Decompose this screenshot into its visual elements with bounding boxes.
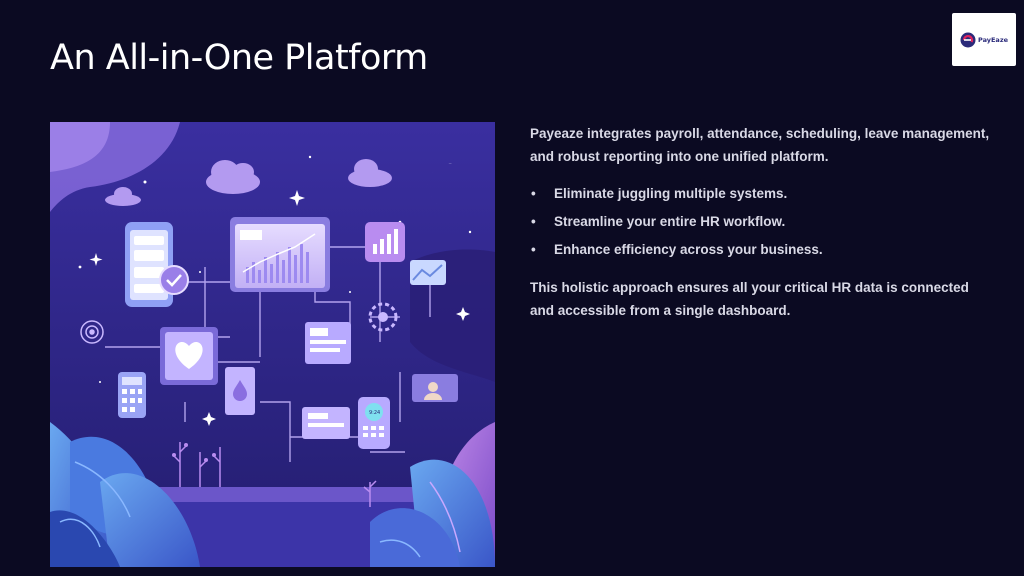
logo-wordmark: PayEaze	[977, 35, 1009, 44]
benefit-list: • Eliminate juggling multiple systems. •…	[530, 180, 990, 264]
heart-icon	[175, 342, 203, 369]
content-panel: Payeaze integrates payroll, attendance, …	[530, 122, 990, 322]
analytics-monitor	[230, 217, 330, 292]
bullet-icon: •	[531, 214, 536, 229]
foliage-left	[50, 422, 200, 567]
bullet-icon: •	[531, 242, 536, 257]
brand-logo: PayEaze	[952, 13, 1016, 66]
payeaze-e-icon	[960, 32, 976, 47]
mobile-app-phone	[125, 222, 189, 307]
svg-text:9:24: 9:24	[369, 410, 380, 416]
cloud-icon	[105, 159, 392, 206]
list-item: • Enhance efficiency across your busines…	[530, 236, 990, 264]
bar-chart-tile	[365, 222, 405, 262]
hr-platform-illustration: 9:24	[50, 122, 495, 567]
list-item: • Streamline your entire HR workflow.	[530, 208, 990, 236]
time-clock-phone: 9:24	[358, 397, 390, 449]
calculator-icon	[118, 372, 146, 418]
intro-paragraph: Payeaze integrates payroll, attendance, …	[530, 126, 990, 164]
list-item-text: Eliminate juggling multiple systems.	[554, 186, 788, 201]
target-icon	[80, 320, 104, 344]
heart-card	[160, 327, 218, 385]
list-item-text: Streamline your entire HR workflow.	[554, 214, 786, 229]
list-item-text: Enhance efficiency across your business.	[554, 242, 823, 257]
slide-title: An All-in-One Platform	[50, 38, 428, 78]
foliage-right	[370, 422, 495, 567]
gear-icon	[368, 302, 398, 332]
bullet-icon: •	[531, 186, 536, 201]
check-icon	[166, 274, 182, 287]
list-item: • Eliminate juggling multiple systems.	[530, 180, 990, 208]
closing-paragraph: This holistic approach ensures all your …	[530, 280, 969, 318]
